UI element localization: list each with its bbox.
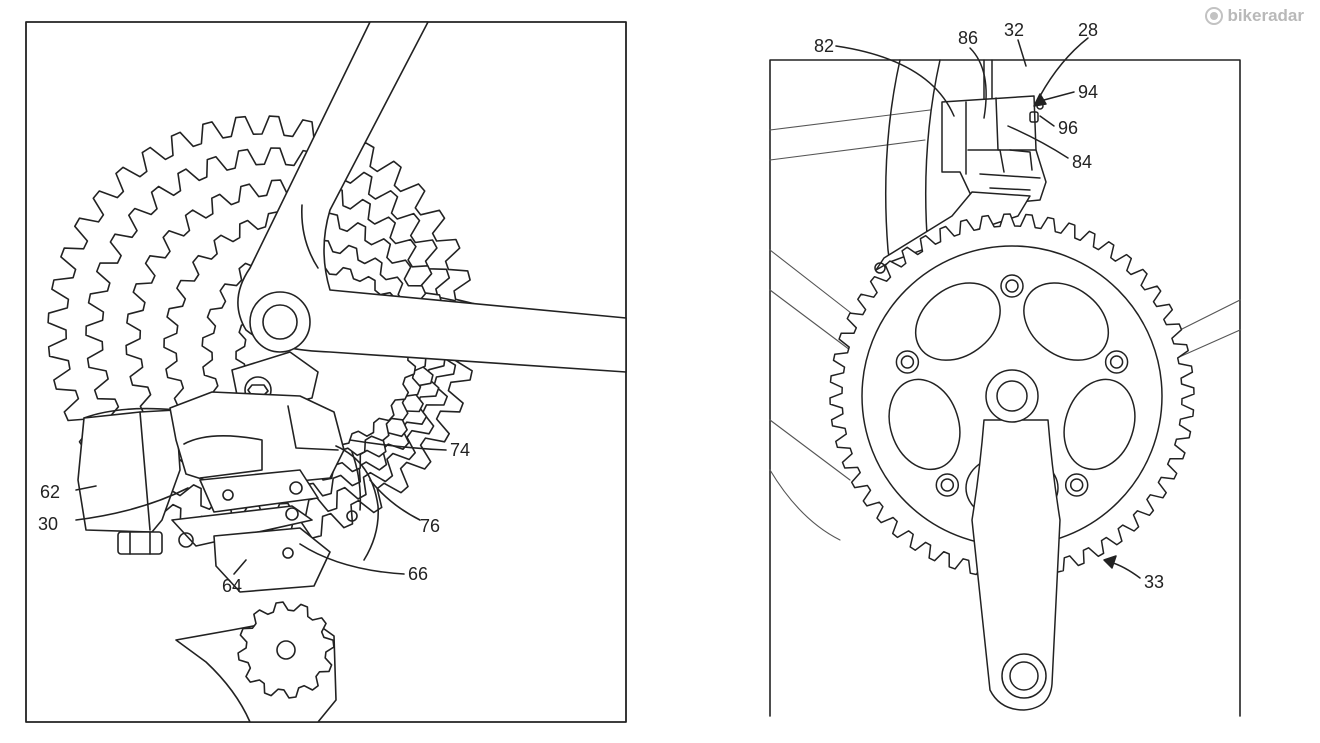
crank-arm [971, 419, 1061, 711]
leader-line-32 [1017, 39, 1027, 67]
leader-line-66 [299, 543, 405, 575]
battery-housing-top [83, 407, 177, 419]
link-pivot-4 [285, 507, 299, 521]
bottom-bracket-outer [985, 369, 1039, 423]
right-figure-frame [769, 59, 1241, 717]
label-84: 84 [1072, 152, 1092, 172]
leader-line-84 [1007, 125, 1069, 159]
upper-link [199, 469, 319, 513]
leader-line-62 [75, 485, 97, 491]
leader-line-86 [969, 47, 987, 119]
derailleur-body-edge [287, 405, 339, 451]
leader-line-28 [1039, 37, 1089, 97]
leader-line-94 [1043, 91, 1075, 101]
spider-window-2 [1063, 378, 1136, 471]
chainring-bolt-inner-3 [1069, 478, 1084, 492]
crank-pedal-hole-outer [1001, 653, 1047, 699]
watermark-text: bikeradar [1227, 6, 1304, 25]
connector-plug [117, 531, 163, 555]
leader-line-74 [349, 439, 447, 451]
derailleur-body-face [183, 435, 263, 479]
label-76: 76 [420, 516, 440, 536]
pulley-bolt [276, 640, 296, 660]
rear-axle-outer [249, 291, 311, 353]
label-66: 66 [408, 564, 428, 584]
rear-derailleur-figure: 62 30 64 74 76 66 [25, 21, 627, 723]
leader-line-82 [835, 45, 955, 117]
spider-window-4 [888, 378, 961, 471]
label-32: 32 [1004, 20, 1024, 40]
link-pivot-1 [289, 481, 303, 495]
leader-line-64 [233, 559, 247, 575]
bikeradar-logo-icon [1205, 7, 1224, 25]
arrowhead-28 [1033, 93, 1047, 107]
label-30: 30 [38, 514, 58, 534]
front-derailleur-mechanism [967, 149, 1041, 191]
label-62: 62 [40, 482, 60, 502]
seat-stay [237, 21, 627, 373]
chainring-bolt-inner-5 [900, 355, 915, 369]
leader-line-30 [75, 487, 189, 521]
spider-window-5 [914, 282, 1001, 361]
rear-axle-inner [262, 304, 298, 340]
watermark: bikeradar [1205, 6, 1304, 26]
chainring-bolt-inner-1 [1005, 279, 1019, 293]
seat-stay-inner-edge [301, 204, 319, 269]
label-96: 96 [1058, 118, 1078, 138]
front-derailleur-button [1029, 111, 1039, 123]
leader-line-76 [369, 479, 421, 521]
arrowhead-33 [1103, 555, 1117, 569]
cable [983, 59, 993, 105]
chainring-bolt-inner-4 [940, 478, 955, 492]
label-82: 82 [814, 36, 834, 56]
chain-guide-plate-inner [351, 451, 362, 511]
connector-plug-rib [129, 531, 151, 555]
link-pivot-3 [178, 532, 194, 548]
derailleur-body [169, 391, 345, 489]
knuckle-bolt [282, 547, 294, 559]
label-86: 86 [958, 28, 978, 48]
link-pivot-2 [222, 489, 234, 501]
lower-link [171, 505, 313, 547]
label-33: 33 [1144, 572, 1164, 592]
spider-window-1 [1023, 282, 1110, 361]
chainring-bolt-inner-2 [1109, 355, 1124, 369]
label-94: 94 [1078, 82, 1098, 102]
link-pivot-5 [346, 510, 358, 522]
crank-pedal-hole-inner [1009, 661, 1039, 691]
label-28: 28 [1078, 20, 1098, 40]
leader-line-96 [1039, 115, 1055, 127]
leader-line-33 [1109, 561, 1141, 579]
bottom-bracket-inner [996, 380, 1028, 412]
label-74: 74 [450, 440, 470, 460]
battery-housing-seam [139, 411, 151, 531]
label-64: 64 [222, 576, 242, 596]
battery-housing [77, 409, 181, 533]
background-tubes [769, 109, 1241, 541]
front-derailleur-figure: 82 86 32 28 94 96 84 33 [769, 20, 1241, 717]
front-derailleur-body [941, 95, 1047, 207]
cage-bolt [874, 262, 886, 274]
seat-tube-right-edge [924, 59, 941, 251]
